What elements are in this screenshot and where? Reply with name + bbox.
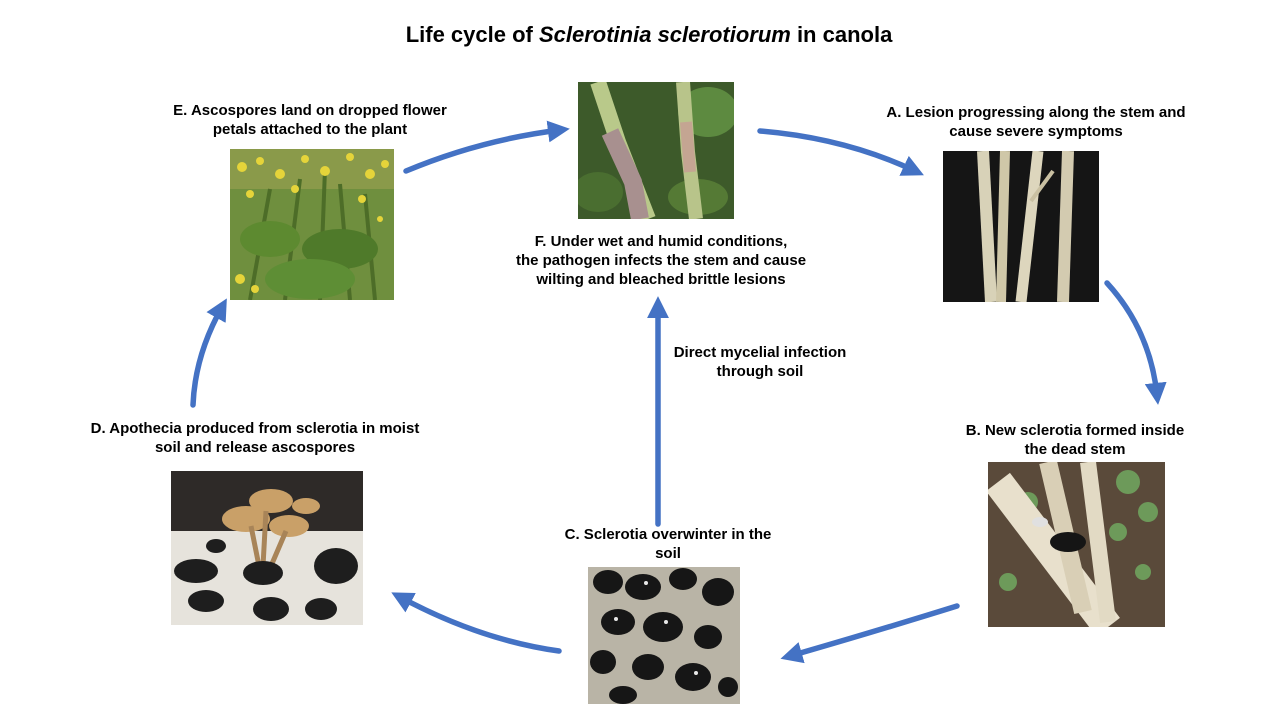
title-suffix: in canola [790,22,893,47]
caption-stage-c: C. Sclerotia overwinter in the soil [548,525,788,563]
arrow-d-to-e [190,298,227,408]
caption-stage-e-line-1: E. Ascospores land on dropped flower [173,102,447,119]
caption-stage-a-line-2: cause severe symptoms [949,123,1123,140]
arrow-e-to-f [403,120,570,174]
title-prefix: Life cycle of [405,22,539,47]
caption-stage-a: A. Lesion progressing along the stem and… [866,103,1206,141]
caption-stage-c-line-1: C. Sclerotia overwinter in the [564,526,772,543]
caption-stage-b: B. New sclerotia formed inside the dead … [940,421,1210,459]
title-species: Sclerotinia sclerotiorum [538,22,791,47]
caption-direct-infection-line-2: through soil [716,363,804,380]
diagram-title: Life cycle of Sclerotinia sclerotiorum i… [0,22,1280,48]
arrow-c-to-d [391,592,562,654]
arrow-a-to-b [1104,280,1167,405]
arrow-f-to-a [757,128,924,176]
photo-bleached-stems [943,151,1099,302]
caption-stage-d-line-1: D. Apothecia produced from sclerotia in … [90,420,420,437]
arrow-b-to-c [780,603,960,664]
caption-stage-d-line-2: soil and release ascospores [154,439,356,456]
caption-stage-c-line-2: soil [655,545,681,562]
caption-stage-b-line-2: the dead stem [1024,441,1126,458]
photo-sclerotia-overwintering [588,567,740,704]
caption-stage-a-line-1: A. Lesion progressing along the stem and [886,104,1186,121]
caption-stage-f: F. Under wet and humid conditions, the p… [496,232,826,289]
caption-direct-infection-line-1: Direct mycelial infection [673,344,847,361]
caption-stage-e: E. Ascospores land on dropped flower pet… [150,101,470,139]
caption-stage-f-line-1: F. Under wet and humid conditions, [534,233,788,250]
photo-flowering-canola [230,149,394,300]
caption-direct-infection: Direct mycelial infection through soil [650,343,870,381]
caption-stage-d: D. Apothecia produced from sclerotia in … [60,419,450,457]
caption-stage-f-line-3: wilting and bleached brittle lesions [536,271,786,288]
photo-infected-stem [578,82,734,219]
caption-stage-b-line-1: B. New sclerotia formed inside [965,422,1185,439]
caption-stage-e-line-2: petals attached to the plant [212,121,408,138]
caption-stage-f-line-2: the pathogen infects the stem and cause [515,252,807,269]
photo-apothecia [171,471,363,625]
photo-sclerotia-in-stem [988,462,1165,627]
